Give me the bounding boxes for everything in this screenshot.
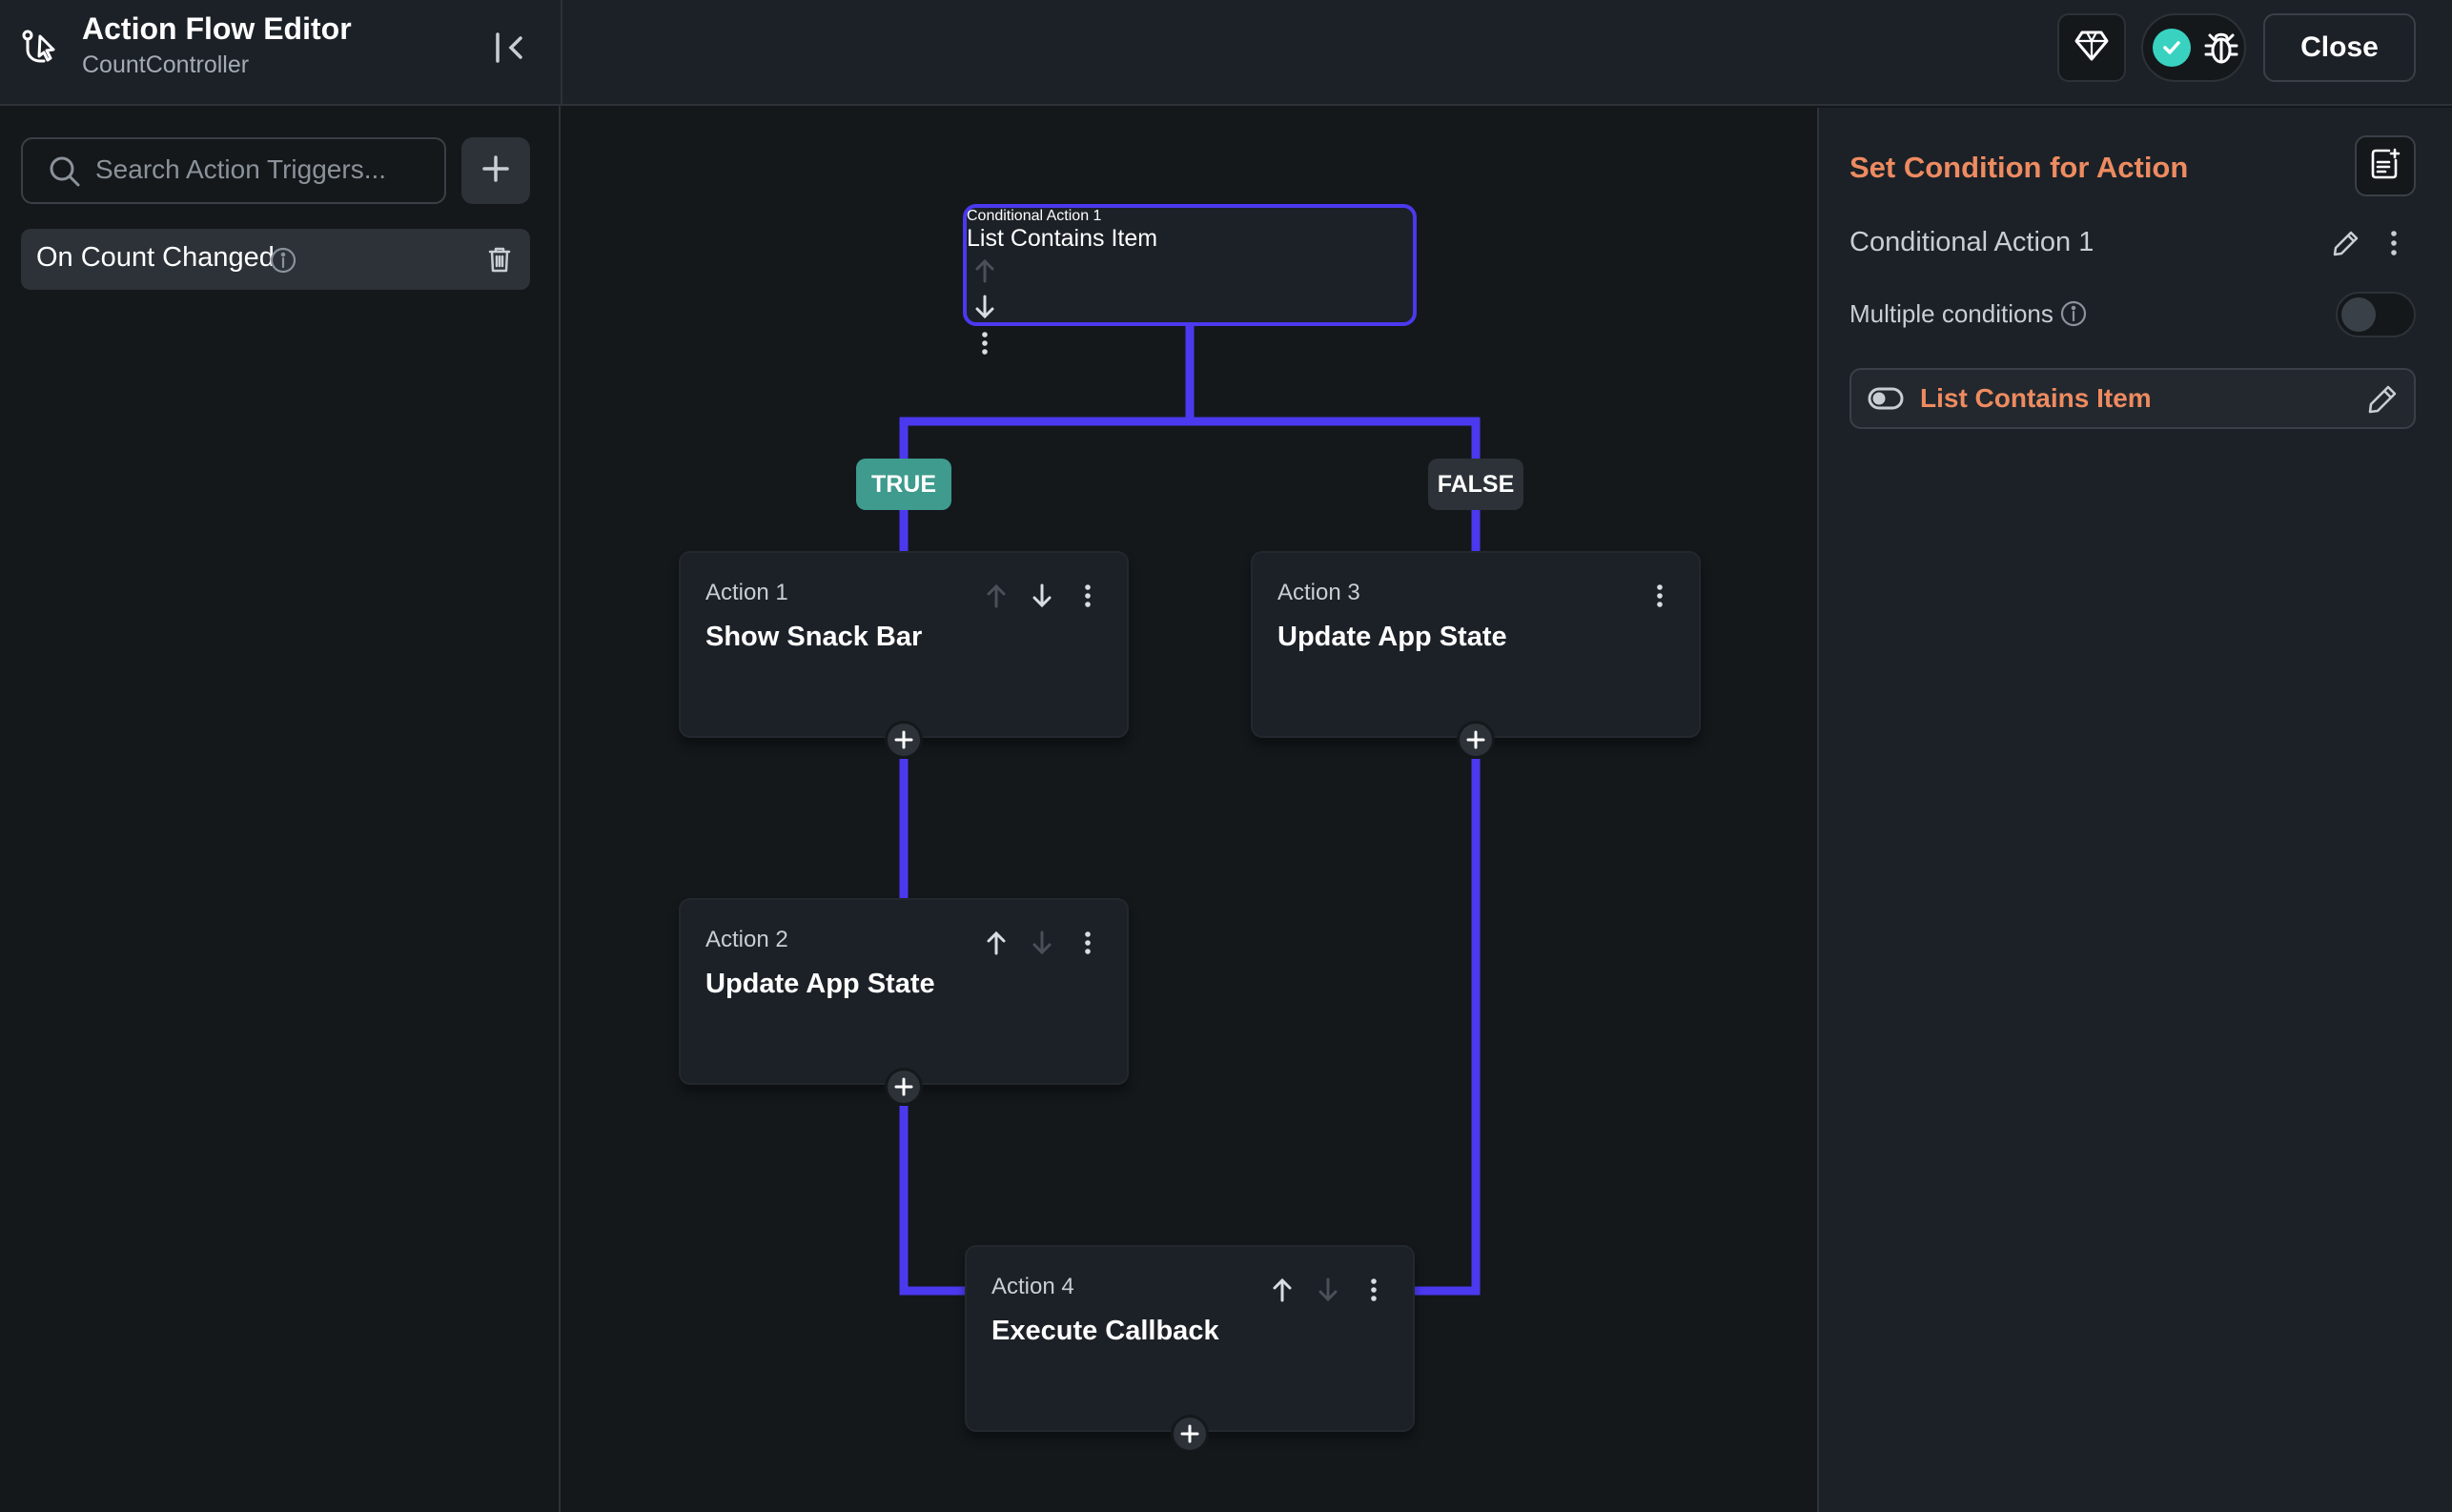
node-label: Action 3 (1277, 580, 1360, 605)
more-vertical-icon[interactable] (1642, 578, 1678, 614)
node-label: Conditional Action 1 (967, 208, 1102, 224)
plus-icon (1180, 1424, 1199, 1443)
top-bar (0, 0, 2452, 106)
plus-icon (1466, 730, 1485, 749)
search-placeholder: Search Action Triggers... (95, 154, 387, 184)
trash-icon[interactable] (484, 244, 515, 275)
condition-label: List Contains Item (1920, 383, 2152, 413)
left-sidebar (0, 106, 561, 1512)
document-icon (2368, 147, 2402, 186)
search-icon (46, 153, 84, 191)
topbar-divider (561, 0, 562, 106)
add-action-button[interactable] (885, 721, 923, 759)
action-name: Conditional Action 1 (1849, 227, 2094, 257)
arrow-up-icon[interactable] (978, 578, 1014, 614)
node-title: Execute Callback (991, 1316, 1219, 1346)
edit-icon[interactable] (2330, 227, 2362, 259)
app-subtitle: CountController (82, 51, 250, 78)
diamond-button[interactable] (2057, 13, 2126, 82)
search-input[interactable] (21, 137, 446, 204)
arrow-down-icon[interactable] (1024, 925, 1060, 961)
node-label: Action 1 (705, 580, 788, 605)
arrow-down-icon[interactable] (1310, 1272, 1346, 1308)
panel-title: Set Condition for Action (1849, 151, 2189, 184)
add-action-button[interactable] (885, 1068, 923, 1106)
info-icon[interactable] (269, 246, 297, 275)
action-node-1[interactable]: Action 1 Show Snack Bar (679, 551, 1129, 738)
node-title: Show Snack Bar (705, 622, 923, 652)
arrow-up-icon[interactable] (1264, 1272, 1300, 1308)
conditional-action-node[interactable]: Conditional Action 1 List Contains Item (963, 204, 1417, 355)
info-icon[interactable] (2059, 299, 2088, 328)
action-node-4[interactable]: Action 4 Execute Callback (965, 1245, 1415, 1432)
arrow-up-icon[interactable] (978, 925, 1014, 961)
node-label: Action 2 (705, 927, 788, 952)
multiple-conditions-label: Multiple conditions (1849, 299, 2054, 328)
toggle-knob (2341, 297, 2376, 332)
more-vertical-icon[interactable] (1070, 925, 1106, 961)
notes-button[interactable] (2355, 135, 2416, 196)
close-button[interactable]: Close (2263, 13, 2416, 82)
action-node-2[interactable]: Action 2 Update App State (679, 898, 1129, 1085)
arrow-down-icon[interactable] (967, 289, 1003, 325)
action-node-3[interactable]: Action 3 Update App State (1251, 551, 1701, 738)
trigger-item-on-count-changed[interactable] (21, 229, 530, 290)
node-label: Action 4 (991, 1274, 1074, 1299)
plus-icon (480, 153, 511, 189)
toggle-icon (1867, 383, 1905, 414)
more-vertical-icon[interactable] (2378, 227, 2410, 259)
node-title: Update App State (705, 969, 935, 999)
bug-icon[interactable] (2200, 27, 2242, 69)
trigger-label: On Count Changed (36, 242, 275, 273)
edit-icon[interactable] (2364, 381, 2401, 418)
condition-row[interactable] (1849, 368, 2416, 429)
more-vertical-icon[interactable] (1356, 1272, 1392, 1308)
collapse-sidebar-icon[interactable] (490, 27, 532, 69)
true-branch-badge: TRUE (856, 459, 951, 510)
add-action-button[interactable] (1457, 721, 1495, 759)
add-trigger-button[interactable] (461, 137, 530, 204)
plus-icon (894, 1077, 913, 1096)
arrow-down-icon[interactable] (1024, 578, 1060, 614)
false-branch-badge: FALSE (1428, 459, 1523, 510)
plus-icon (894, 730, 913, 749)
arrow-up-icon[interactable] (967, 253, 1003, 289)
more-vertical-icon[interactable] (1070, 578, 1106, 614)
check-icon[interactable] (2153, 29, 2191, 67)
more-vertical-icon[interactable] (967, 325, 1003, 361)
node-title: List Contains Item (967, 225, 1158, 252)
node-title: Update App State (1277, 622, 1507, 652)
flow-icon (19, 27, 63, 71)
right-panel (1817, 108, 2452, 1512)
app-title: Action Flow Editor (82, 11, 352, 46)
diamond-icon (2073, 27, 2111, 70)
add-action-button[interactable] (1171, 1415, 1209, 1453)
